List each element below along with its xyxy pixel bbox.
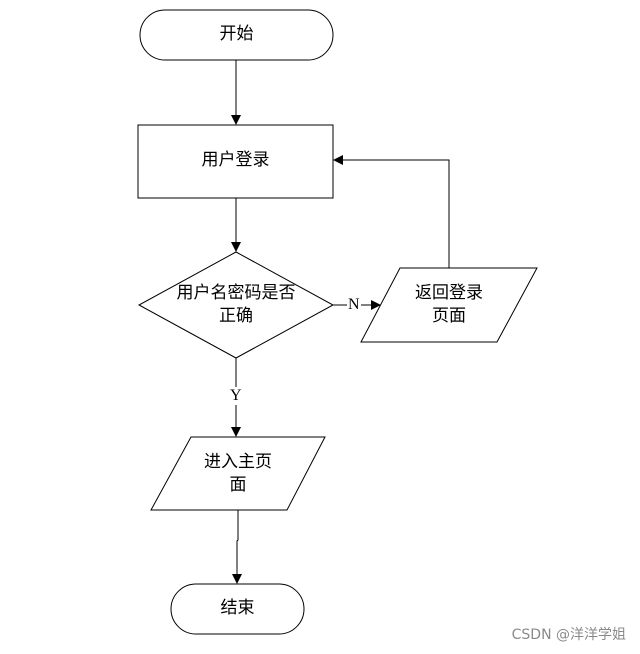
arrow-enter-to-end	[232, 510, 242, 584]
login-label: 用户登录	[201, 150, 270, 170]
yes-branch-label: Y	[229, 387, 243, 405]
watermark-text: CSDN @洋洋学姐	[511, 627, 626, 643]
no-branch-label: N	[347, 296, 361, 314]
return-label-line1: 返回登录	[415, 283, 483, 303]
enter-main-io	[150, 436, 326, 511]
check-label-line1: 用户名密码是否	[176, 283, 296, 303]
end-label: 结束	[220, 598, 255, 618]
end-terminator	[170, 583, 305, 635]
start-label: 开始	[219, 24, 254, 44]
return-login-io	[360, 267, 538, 343]
login-process	[137, 124, 334, 199]
check-label-line2: 正确	[219, 306, 253, 326]
arrow-return-to-login	[333, 155, 450, 268]
enter-label-line2: 面	[229, 475, 247, 495]
enter-label-line1: 进入主页	[204, 452, 272, 472]
return-label-line2: 页面	[432, 306, 466, 326]
